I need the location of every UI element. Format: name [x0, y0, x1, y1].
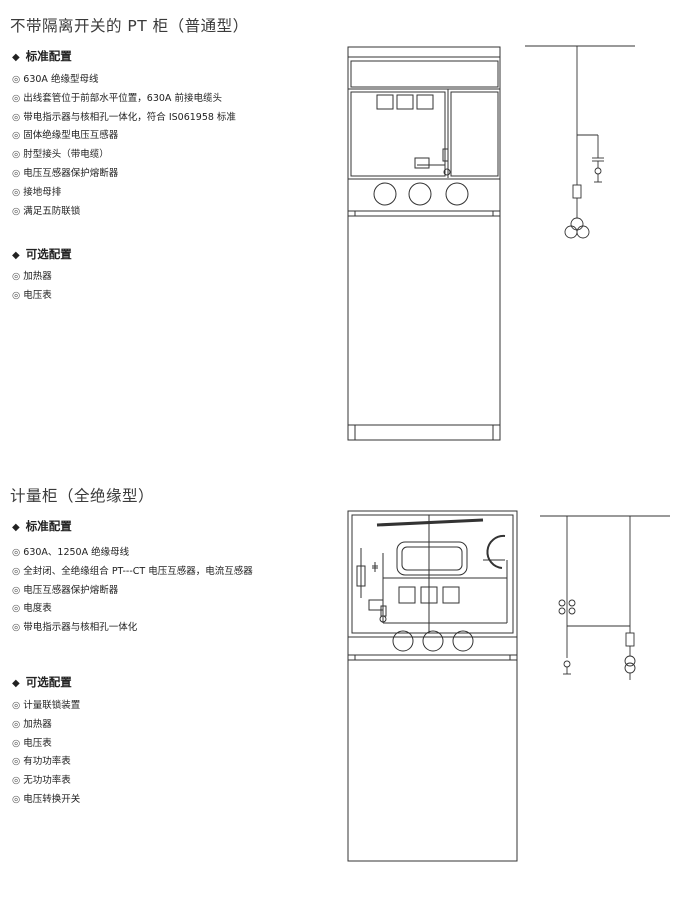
list-item-text: 有功功率表 [23, 756, 71, 768]
list-item: ◎630A、1250A 绝缘母线 [12, 544, 253, 563]
list-item: ◎出线套管位于前部水平位置，630A 前接电缆头 [12, 90, 236, 109]
list-item-text: 满足五防联锁 [23, 205, 81, 217]
double-circle-bullet-icon: ◎ [12, 603, 21, 615]
list-item-text: 加热器 [23, 271, 52, 282]
list-item-text: 电压表 [23, 737, 52, 749]
double-circle-bullet-icon: ◎ [12, 271, 21, 282]
list-item: ◎接地母排 [12, 184, 236, 203]
diamond-icon: ◆ [12, 52, 20, 63]
double-circle-bullet-icon: ◎ [12, 289, 21, 301]
list-item: ◎满足五防联锁 [12, 203, 236, 222]
section-1-optional-list: ◎加热器◎电压表 [12, 268, 52, 306]
section-2-optional-list: ◎计量联锁装置◎加热器◎电压表◎有功功率表◎无功功率表◎电压转换开关 [12, 697, 80, 810]
list-item-text: 无功功率表 [23, 775, 71, 787]
list-item: ◎无功功率表 [12, 772, 80, 791]
double-circle-bullet-icon: ◎ [12, 718, 21, 730]
double-circle-bullet-icon: ◎ [12, 584, 21, 596]
section-2-title: 计量柜（全绝缘型） [10, 487, 155, 505]
double-circle-bullet-icon: ◎ [12, 74, 21, 85]
list-item: ◎630A 绝缘型母线 [12, 71, 236, 90]
diamond-icon: ◆ [12, 250, 20, 261]
list-item-text: 带电指示器与核相孔一体化，符合 IS061958 标准 [23, 111, 236, 123]
list-item: ◎肘型接头（带电缆） [12, 146, 236, 165]
list-item: ◎电压转换开关 [12, 791, 80, 810]
list-item-text: 电压转换开关 [23, 793, 81, 805]
double-circle-bullet-icon: ◎ [12, 167, 21, 179]
double-circle-bullet-icon: ◎ [12, 622, 21, 634]
list-item: ◎电压互感器保护熔断器 [12, 165, 236, 184]
double-circle-bullet-icon: ◎ [12, 737, 21, 749]
list-item: ◎电压表 [12, 287, 52, 306]
section-1-standard-heading: ◆标准配置 [12, 49, 72, 63]
double-circle-bullet-icon: ◎ [12, 92, 21, 104]
metering-cabinet-single-line-diagram [540, 515, 670, 680]
list-item: ◎固体绝缘型电压互感器 [12, 127, 236, 146]
double-circle-bullet-icon: ◎ [12, 130, 21, 142]
list-item-text: 电压互感器保护熔断器 [23, 584, 119, 596]
list-item: ◎电度表 [12, 600, 253, 619]
section-1-optional-heading: ◆可选配置 [12, 247, 72, 261]
list-item-text: 电压表 [23, 289, 52, 301]
double-circle-bullet-icon: ◎ [12, 186, 21, 198]
section-2-standard-heading: ◆标准配置 [12, 519, 72, 533]
list-item-text: 电压互感器保护熔断器 [23, 167, 119, 179]
list-item: ◎计量联锁装置 [12, 697, 80, 716]
list-item-text: 接地母排 [23, 186, 62, 198]
double-circle-bullet-icon: ◎ [12, 756, 21, 768]
list-item-text: 全封闭、全绝缘组合 PT---CT 电压互感器，电流互感器 [23, 565, 253, 577]
double-circle-bullet-icon: ◎ [12, 793, 21, 805]
list-item: ◎全封闭、全绝缘组合 PT---CT 电压互感器，电流互感器 [12, 563, 253, 582]
double-circle-bullet-icon: ◎ [12, 205, 21, 217]
list-item-text: 加热器 [23, 718, 52, 730]
list-item-text: 出线套管位于前部水平位置，630A 前接电缆头 [23, 92, 222, 104]
list-item: ◎带电指示器与核相孔一体化，符合 IS061958 标准 [12, 109, 236, 128]
double-circle-bullet-icon: ◎ [12, 700, 21, 711]
section-1-standard-list: ◎630A 绝缘型母线◎出线套管位于前部水平位置，630A 前接电缆头◎带电指示… [12, 71, 236, 221]
list-item-text: 630A 绝缘型母线 [23, 74, 99, 85]
diamond-icon: ◆ [12, 522, 20, 533]
double-circle-bullet-icon: ◎ [12, 565, 21, 577]
list-item: ◎电压互感器保护熔断器 [12, 582, 253, 601]
section-2-optional-heading: ◆可选配置 [12, 675, 72, 689]
metering-cabinet-front-drawing [347, 510, 518, 862]
list-item-text: 固体绝缘型电压互感器 [23, 130, 119, 142]
list-item: ◎有功功率表 [12, 753, 80, 772]
section-1-title: 不带隔离开关的 PT 柜（普通型） [10, 17, 249, 35]
list-item-text: 电度表 [23, 603, 52, 615]
double-circle-bullet-icon: ◎ [12, 149, 21, 161]
pt-cabinet-front-drawing [347, 46, 501, 441]
double-circle-bullet-icon: ◎ [12, 111, 21, 123]
list-item: ◎电压表 [12, 735, 80, 754]
list-item-text: 肘型接头（带电缆） [23, 149, 109, 161]
double-circle-bullet-icon: ◎ [12, 775, 21, 787]
list-item-text: 630A、1250A 绝缘母线 [23, 547, 130, 558]
list-item-text: 带电指示器与核相孔一体化 [23, 622, 138, 634]
list-item: ◎带电指示器与核相孔一体化 [12, 619, 253, 638]
list-item: ◎加热器 [12, 268, 52, 287]
section-2-standard-list: ◎630A、1250A 绝缘母线◎全封闭、全绝缘组合 PT---CT 电压互感器… [12, 544, 253, 638]
pt-cabinet-single-line-diagram [525, 45, 635, 239]
list-item: ◎加热器 [12, 716, 80, 735]
list-item-text: 计量联锁装置 [23, 700, 81, 711]
double-circle-bullet-icon: ◎ [12, 547, 21, 558]
diamond-icon: ◆ [12, 678, 20, 689]
